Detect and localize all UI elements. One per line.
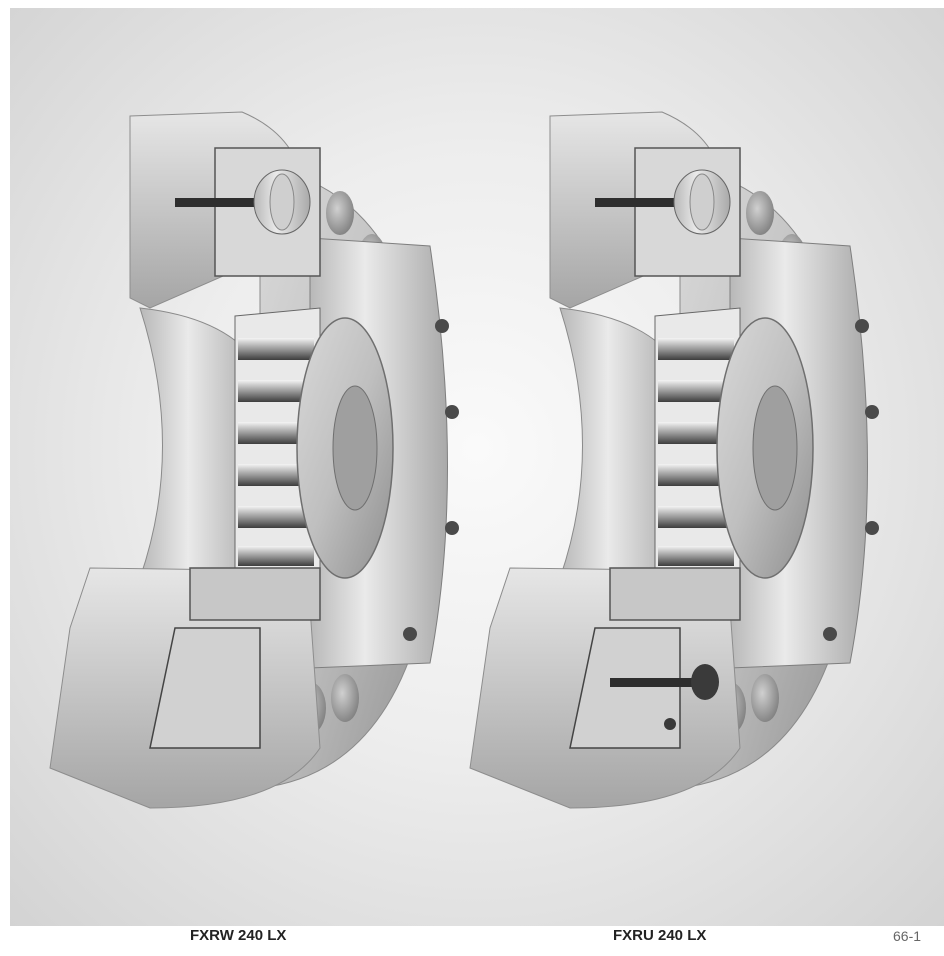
caption-fxrw: FXRW 240 LX [190, 927, 287, 944]
caption-fxru: FXRU 240 LX [613, 927, 707, 944]
fxrw-240-lx-illustration [49, 111, 460, 809]
fxru-lower-screw [610, 664, 719, 730]
product-photo-panel [10, 8, 944, 926]
fxru-240-lx-illustration [469, 111, 880, 809]
page-number: 66-1 [893, 928, 922, 944]
freewheel-illustrations [49, 111, 880, 809]
